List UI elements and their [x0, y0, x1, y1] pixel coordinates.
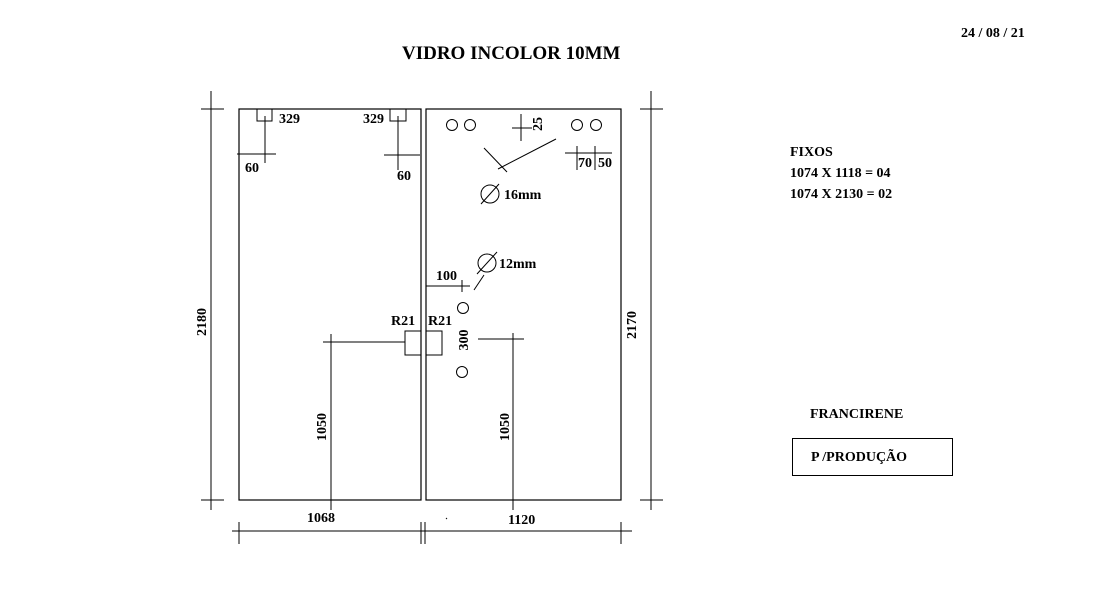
- left-width-label: 1068: [307, 511, 335, 526]
- hole-16mm-label: 16mm: [504, 188, 542, 203]
- drawing-title: VIDRO INCOLOR 10MM: [402, 43, 621, 64]
- top-hole-4: [590, 119, 602, 131]
- fixos-title: FIXOS: [790, 145, 833, 160]
- top-hole-offset-dimension: [512, 114, 532, 141]
- top-hole-y-label: 25: [531, 117, 546, 131]
- right-width-label: 1120: [508, 513, 535, 528]
- left-notch-1-x-label: 329: [279, 112, 300, 127]
- top-hole-1: [446, 119, 458, 131]
- top-hole-2: [464, 119, 476, 131]
- right-hole-x2-label: 50: [598, 156, 612, 171]
- bottom-width-dimension: [232, 517, 632, 544]
- right-handle-height-label: 1050: [498, 413, 513, 441]
- right-height-dimension: [640, 91, 663, 510]
- lock-cutout-left: [404, 330, 422, 356]
- handle-offset-label: 100: [436, 269, 457, 284]
- left-notch-1: [237, 109, 276, 163]
- hole-16mm-callout: [480, 138, 557, 205]
- hole-12mm-callout: [473, 251, 498, 291]
- left-height-dimension: [201, 91, 224, 510]
- handle-spacing-label: 300: [457, 330, 472, 351]
- drawing-date: 24 / 08 / 21: [961, 26, 1025, 41]
- right-hole-x1-label: 70: [578, 156, 592, 171]
- production-stamp-label: P /PRODUÇÃO: [811, 447, 907, 465]
- left-notch-2-y-label: 60: [397, 169, 411, 184]
- right-height-label: 2170: [625, 311, 640, 339]
- left-notch-2: [384, 109, 420, 170]
- fixos-line-2: 1074 X 2130 = 02: [790, 187, 892, 202]
- left-glass-panel: [238, 108, 422, 501]
- left-handle-height-label: 1050: [315, 413, 330, 441]
- top-hole-3: [571, 119, 583, 131]
- hole-12mm-label: 12mm: [499, 257, 537, 272]
- handle-hole-upper: [457, 302, 469, 314]
- client-name: FRANCIRENE: [810, 407, 903, 422]
- radius-left-label: R21: [391, 314, 415, 329]
- lock-cutout-right: [425, 330, 443, 356]
- left-height-label: 2180: [195, 308, 210, 336]
- radius-right-label: R21: [428, 314, 452, 329]
- fixos-line-1: 1074 X 1118 = 04: [790, 166, 891, 181]
- left-notch-2-x-label: 329: [363, 112, 384, 127]
- handle-hole-lower: [456, 366, 468, 378]
- left-notch-1-y-label: 60: [245, 161, 259, 176]
- right-glass-panel: [425, 108, 622, 501]
- right-hole-spacing-dimension: [565, 146, 612, 170]
- handle-offset-dimension: [426, 280, 470, 292]
- production-stamp-box: [792, 438, 953, 476]
